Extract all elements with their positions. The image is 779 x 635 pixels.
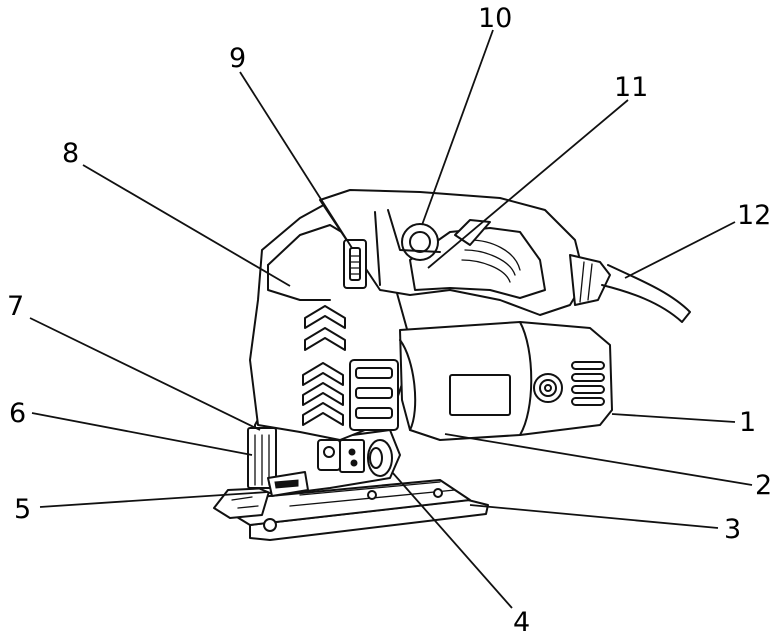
callout-11: 11 — [614, 72, 648, 103]
callout-9: 9 — [229, 43, 246, 74]
callout-numbers: 1 2 3 4 5 6 7 8 9 10 11 12 — [7, 3, 772, 635]
leader-line-11 — [427, 99, 629, 269]
bevel-lever — [367, 439, 393, 477]
callout-10: 10 — [478, 3, 512, 34]
callout-3: 3 — [724, 514, 741, 545]
callout-12: 12 — [737, 200, 771, 231]
leader-line-3 — [469, 504, 719, 529]
callout-8: 8 — [62, 138, 79, 169]
leader-line-8 — [82, 164, 291, 287]
leader-line-1 — [611, 413, 736, 423]
handle — [319, 189, 586, 316]
callout-1: 1 — [739, 407, 756, 438]
leader-line-6 — [31, 412, 253, 456]
leader-lines — [29, 29, 753, 609]
rating-label — [449, 374, 511, 416]
leader-line-2 — [444, 433, 753, 486]
leader-line-7 — [29, 317, 261, 431]
callout-4: 4 — [513, 607, 530, 635]
callout-7: 7 — [7, 291, 24, 322]
callout-6: 6 — [9, 398, 26, 429]
leader-line-5 — [39, 491, 269, 508]
callout-5: 5 — [14, 494, 31, 525]
leader-line-12 — [624, 221, 736, 279]
leader-line-9 — [239, 71, 353, 249]
leader-line-10 — [421, 29, 494, 226]
motor-body — [399, 321, 613, 441]
callout-2: 2 — [755, 470, 772, 501]
power-cord — [569, 254, 691, 323]
leader-line-4 — [391, 471, 513, 609]
jigsaw-illustration — [213, 189, 691, 541]
